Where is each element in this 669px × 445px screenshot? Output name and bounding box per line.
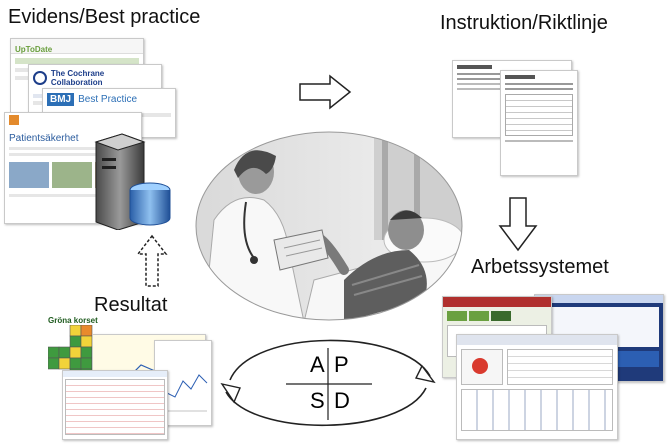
cycle-arrowhead-left-icon [220, 382, 241, 404]
cycle-arrowhead-right-icon [414, 364, 436, 384]
result-table [65, 379, 165, 435]
patient-safety-title: Patientsäkerhet [9, 133, 79, 144]
nurse-patient-photo [195, 131, 463, 321]
cochrane-logo-icon [33, 71, 47, 85]
photo-thumbnail [52, 162, 92, 188]
guideline-doc-front [500, 70, 578, 176]
dashed-up-arrow-icon [136, 234, 168, 287]
bmj-best-practice: Best Practice [78, 94, 138, 105]
guideline-table [505, 94, 573, 136]
pdca-study: S [310, 388, 325, 413]
heart-icon [472, 358, 488, 374]
right-arrow-icon [299, 74, 352, 110]
down-arrow-icon [498, 197, 538, 252]
worksystem-label: Arbetssystemet [471, 256, 609, 278]
photo-thumbnail [9, 162, 49, 188]
pdca-plan: P [334, 352, 349, 377]
cycle-arrow-bottom [225, 387, 427, 427]
cycle-arrow-top [229, 339, 431, 381]
pdca-act: A [310, 352, 325, 377]
uptodate-logo: UpToDate [15, 45, 53, 54]
pdsa-cycle: A P S D [220, 339, 436, 427]
server-database-icon [94, 133, 171, 230]
cochrane-title: The Cochrane Collaboration [50, 69, 105, 87]
region-logo-icon [9, 115, 19, 125]
result-table-sheet [62, 370, 168, 440]
result-label: Resultat [94, 294, 168, 316]
green-cross-title: Gröna korset [48, 316, 98, 325]
worksystem-screen-form [456, 334, 618, 440]
bmj-logo: BMJ [47, 93, 75, 106]
evidence-label: Evidens/Best practice [8, 6, 201, 28]
instruction-label: Instruktion/Riktlinje [440, 12, 608, 34]
pdca-do: D [334, 388, 350, 413]
